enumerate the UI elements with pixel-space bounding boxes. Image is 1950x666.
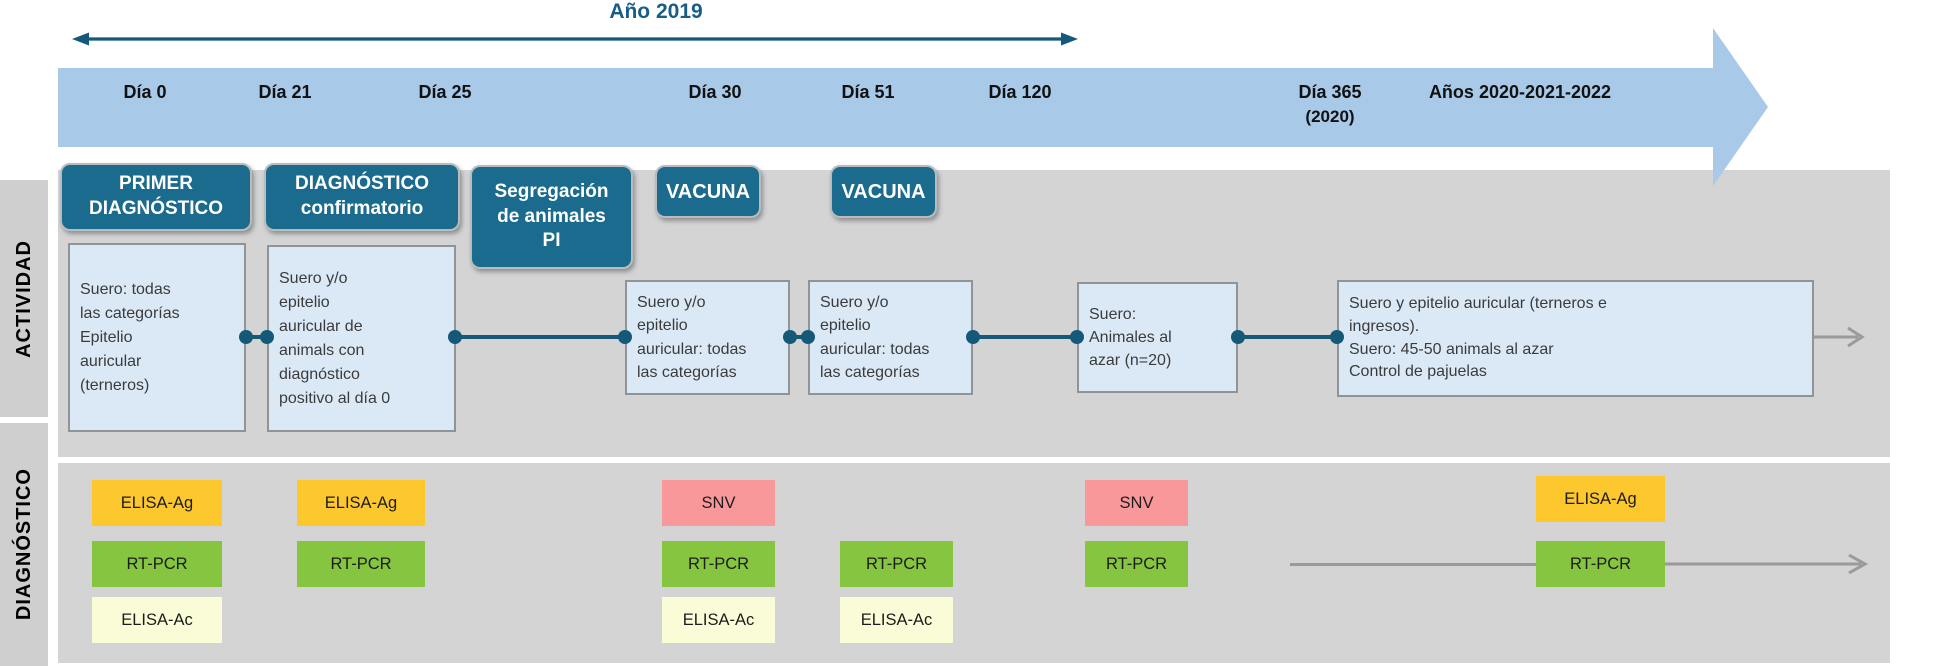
test-badge-elisa-ag: ELISA-Ag (297, 480, 425, 526)
activity-box-dia-0: Suero: todas las categorías Epitelio aur… (68, 243, 246, 432)
connector-dot (1070, 330, 1084, 344)
year-2019-label: Año 2019 (609, 0, 703, 23)
right-arrow-icon (1665, 553, 1869, 575)
connector-line (973, 335, 1077, 339)
diagnostico-strip: DIAGNÓSTICO (0, 423, 48, 666)
test-badge-rt-pcr: RT-PCR (297, 541, 425, 587)
connector-dot (260, 330, 274, 344)
milestone-primer-diagnostico: PRIMER DIAGNÓSTICO (60, 163, 252, 231)
connector-dot (448, 330, 462, 344)
connector-line (455, 335, 625, 339)
day-label-dia-0: Día 0 (123, 82, 167, 102)
connector-line (246, 335, 267, 339)
day-label-anos-2020-2022: Años 2020-2021-2022 (1428, 82, 1612, 102)
activity-box-dia-21: Suero y/o epitelio auricular de animals … (267, 245, 456, 432)
connector-dot (239, 330, 253, 344)
test-badge-elisa-ac: ELISA-Ac (92, 597, 222, 643)
test-badge-snv: SNV (1085, 480, 1188, 526)
connector-dot (1231, 330, 1245, 344)
activity-box-dia-51: Suero y/o epitelio auricular: todas las … (808, 280, 973, 395)
connector-dot (1330, 330, 1344, 344)
milestone-segregacion-pi: Segregación de animales PI (470, 165, 633, 269)
test-badge-rt-pcr: RT-PCR (840, 541, 953, 587)
activity-box-dia-120: Suero: Animales al azar (n=20) (1077, 282, 1238, 393)
day-365-sublabel: (2020) (1305, 107, 1355, 126)
day-label-dia-21: Día 21 (258, 82, 312, 102)
actividad-label: ACTIVIDAD (12, 239, 35, 358)
milestone-diagnostico-confirmatorio: DIAGNÓSTICO confirmatorio (264, 163, 460, 231)
test-badge-elisa-ac: ELISA-Ac (840, 597, 953, 643)
test-badge-snv: SNV (662, 480, 775, 526)
day-label-dia-120: Día 120 (988, 82, 1052, 102)
connector-line (790, 335, 808, 339)
milestone-vacuna-1: VACUNA (655, 165, 761, 218)
diagnostico-continuation-line (1290, 563, 1536, 566)
test-badge-rt-pcr: RT-PCR (92, 541, 222, 587)
connector-dot (618, 330, 632, 344)
connector-dot (801, 330, 815, 344)
right-arrow-icon (1814, 326, 1865, 348)
day-label-dia-30: Día 30 (688, 82, 742, 102)
activity-box-dia-30: Suero y/o epitelio auricular: todas las … (625, 280, 790, 395)
activity-box-anos-2020-2022: Suero y epitelio auricular (terneros e i… (1337, 280, 1814, 397)
day-label-dia-25: Día 25 (418, 82, 472, 102)
banner-arrowhead-icon (1713, 28, 1768, 186)
actividad-strip: ACTIVIDAD (0, 180, 48, 417)
test-badge-elisa-ag: ELISA-Ag (92, 480, 222, 526)
test-badge-elisa-ac: ELISA-Ac (662, 597, 775, 643)
test-badge-rt-pcr: RT-PCR (662, 541, 775, 587)
connector-line (1238, 335, 1337, 339)
test-badge-elisa-ag: ELISA-Ag (1536, 476, 1665, 522)
milestone-vacuna-2: VACUNA (830, 165, 937, 218)
day-label-dia-51: Día 51 (841, 82, 895, 102)
test-badge-rt-pcr: RT-PCR (1085, 541, 1188, 587)
test-badge-rt-pcr: RT-PCR (1536, 541, 1665, 587)
double-arrow-icon (72, 32, 1078, 46)
diagnostico-label: DIAGNÓSTICO (12, 468, 35, 621)
connector-dot (966, 330, 980, 344)
connector-dot (783, 330, 797, 344)
timeline-banner (58, 68, 1713, 147)
day-label-dia-365: Día 365 (1298, 82, 1362, 102)
